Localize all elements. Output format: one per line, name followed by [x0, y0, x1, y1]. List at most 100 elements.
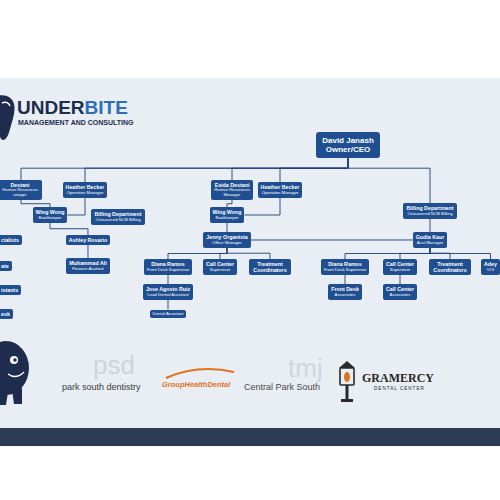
logo-tooth	[0, 95, 15, 140]
logo-word: BITE	[85, 98, 128, 117]
connector	[87, 245, 88, 258]
tooth-highlight	[2, 102, 10, 106]
org-box: DestaniHuman Resources anager	[0, 180, 42, 200]
box-text: Associates	[386, 293, 414, 298]
panel	[0, 78, 500, 428]
connector	[251, 239, 413, 240]
connector	[280, 158, 348, 182]
brand-name: GroupHealthDental	[162, 381, 230, 389]
connector	[348, 158, 430, 203]
box-heading: Treatment Coordinators	[252, 261, 288, 273]
connector	[400, 275, 401, 285]
lamp-flame	[344, 372, 350, 382]
connector	[344, 275, 345, 285]
box-text: Outsourced NCB Billing	[94, 218, 141, 223]
org-box: ate	[0, 261, 12, 271]
org-box: Jenny OrganistaOffice Manager	[203, 232, 251, 247]
box-text: Bookkeeper	[36, 216, 65, 221]
org-box: Call CenterSupervisor	[203, 259, 237, 274]
mascot-smile	[8, 372, 24, 377]
box-text: Operation Manager	[261, 191, 300, 196]
brand-name: park south dentistry	[62, 383, 141, 392]
watermark: psd	[93, 352, 135, 378]
footer-band	[0, 428, 500, 446]
box-text: Associates	[331, 293, 359, 298]
connector	[168, 300, 169, 310]
org-box: istants	[0, 285, 21, 295]
box-text: Owner/CEO	[322, 145, 374, 154]
mascot-eye	[10, 356, 18, 364]
box-heading: esk	[1, 311, 10, 317]
lamp-top	[339, 361, 355, 368]
connector	[430, 219, 431, 233]
org-box: esk	[0, 309, 13, 319]
box-text: Finance Assitant	[69, 267, 106, 272]
box-text: Supervisor	[206, 268, 234, 273]
box-text: Front Desk Supervisor	[147, 268, 190, 273]
org-box: Heather BeckerOperation Manager	[258, 182, 303, 197]
org-box: Call CenterSupervisor	[383, 259, 417, 274]
connector	[232, 158, 348, 180]
box-heading: Dental Assistant	[153, 312, 184, 317]
connector	[227, 248, 270, 259]
connector	[220, 248, 227, 260]
org-box: Wing WongBookkeeper	[33, 207, 68, 222]
box-heading: ate	[1, 263, 9, 269]
brand-tagline: DENTAL CENTER	[374, 387, 425, 392]
box-text: VOI	[484, 268, 497, 273]
connector	[400, 248, 430, 260]
lamp-base	[341, 399, 353, 402]
box-heading: Ashley Rosario	[69, 237, 108, 243]
box-text: Human Resources anager	[1, 188, 39, 198]
watermark: tmj	[288, 355, 323, 381]
connector	[50, 223, 88, 235]
org-box: Heather BeckerOperation Manager	[63, 182, 108, 197]
org-box: cialists	[0, 235, 22, 245]
org-box: Treatment Coordinators	[429, 259, 471, 275]
org-box: Wing WongBookkeeper	[210, 207, 245, 222]
connector	[21, 158, 348, 180]
box-text: Front Desk Supervisor	[324, 268, 367, 273]
org-box: Diana RamosFront Desk Supervisor	[321, 259, 370, 274]
connector	[227, 200, 232, 208]
org-box: Jose Agosto RuizLead Dental Assistant	[143, 284, 193, 299]
box-text: Lead Dental Assistant	[146, 293, 190, 298]
org-box: Billing DepartmentOutsourced NCB Billing	[91, 209, 144, 224]
mascot	[0, 341, 29, 405]
ceo-box: David JanashOwner/CEO	[316, 132, 380, 158]
connector	[345, 248, 430, 260]
org-box: Call CenterAssociates	[383, 284, 417, 299]
box-heading: cialists	[1, 237, 19, 243]
org-box: AdeyVOI	[481, 259, 500, 274]
logo-word: UNDER	[17, 98, 85, 117]
box-text: Outsourced NCB Billing	[406, 212, 453, 217]
brand-name: GRAMERCY	[362, 372, 434, 384]
box-text: Operation Manager	[66, 191, 105, 196]
mascot-legs	[0, 388, 22, 405]
box-heading: istants	[1, 287, 18, 293]
lamp-icon	[339, 361, 355, 402]
org-box: Ashley Rosario	[66, 235, 111, 245]
tooth-shape	[0, 95, 15, 140]
box-text: Office Manager	[206, 241, 248, 246]
box-text: Bookkeeper	[213, 216, 242, 221]
box-heading: Treatment Coordinators	[432, 261, 468, 273]
logo-swoosh	[166, 369, 234, 378]
box-text: Asst Manager	[416, 241, 445, 246]
logo-tagline: MANAGEMENT AND CONSULTING	[18, 119, 134, 126]
connector	[168, 248, 227, 260]
org-box: Diana RamosFront Desk Supervisor	[144, 259, 193, 274]
box-text: Human Resources Manager	[214, 188, 250, 198]
connector	[226, 223, 227, 233]
lamp-body	[340, 368, 354, 385]
brand-name: Central Park South	[244, 383, 320, 392]
org-box: Esida DestaniHuman Resources Manager	[211, 180, 253, 200]
org-box: Front DeskAssociates	[328, 284, 362, 299]
connector	[168, 275, 169, 285]
org-box: Billing DepartmentOutsourced NCB Billing	[403, 203, 456, 218]
box-text: Supervisor	[386, 268, 414, 273]
org-box: Dental Assistant	[150, 310, 187, 319]
connector	[244, 198, 280, 215]
